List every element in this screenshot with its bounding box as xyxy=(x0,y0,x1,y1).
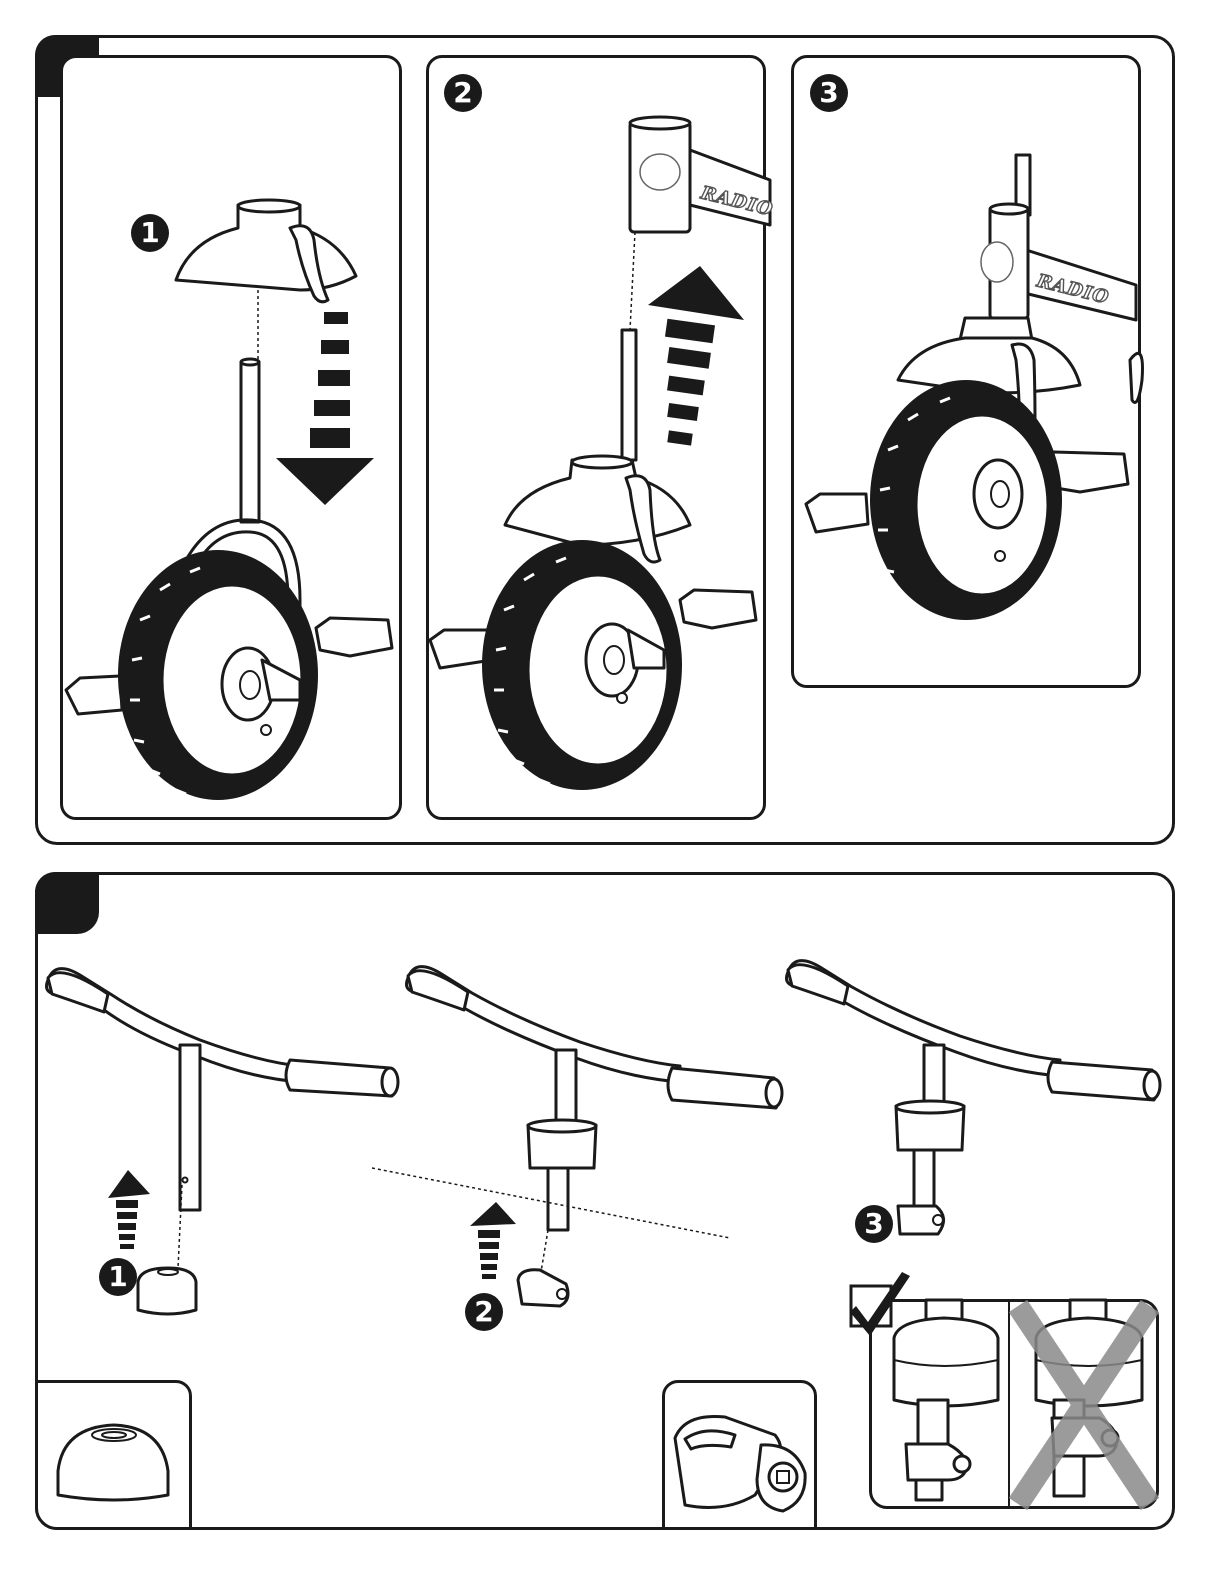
correct-installation xyxy=(894,1300,998,1500)
